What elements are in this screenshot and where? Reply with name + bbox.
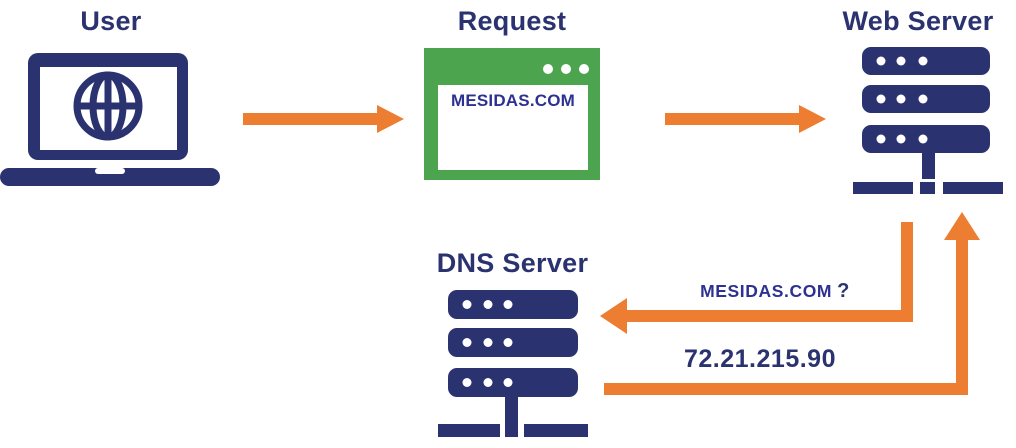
globe-icon (73, 71, 143, 141)
dns-query-question-mark: ? (837, 280, 850, 302)
web-server-node-label: Web Server (842, 6, 994, 36)
request-node-label: Request (457, 6, 567, 36)
requested-url-text: MESIDAS.COM (450, 91, 576, 110)
dns-query-label: MESIDAS.COM? (660, 280, 890, 303)
user-to-request-arrow (243, 105, 404, 133)
request-to-webserver-arrow (665, 105, 826, 133)
dns-response-label: 72.21.215.90 (684, 345, 836, 373)
browser-page: MESIDAS.COM (438, 85, 588, 170)
user-node-label: User (80, 6, 142, 36)
web-server-icon (853, 47, 1003, 194)
dns-query-text: MESIDAS.COM (700, 281, 833, 301)
browser-window-icon: MESIDAS.COM (424, 48, 600, 180)
dns-server-node-label: DNS Server (436, 248, 589, 278)
dns-server-icon (438, 290, 588, 437)
window-dots-icon (543, 64, 589, 74)
dns-query-arrow (600, 222, 913, 334)
dns-response-arrow (604, 212, 980, 395)
laptop-globe-icon (0, 53, 220, 186)
